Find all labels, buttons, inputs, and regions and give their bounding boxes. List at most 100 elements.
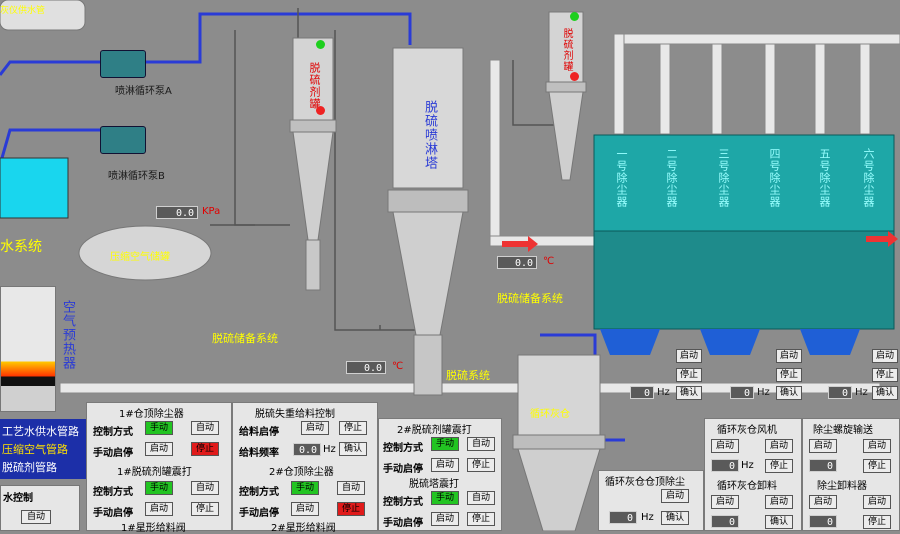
desulf-tower-label: 脱硫喷淋塔: [422, 100, 437, 170]
panel6-start2-button[interactable]: 启动: [863, 439, 891, 453]
panel1-auto2-button[interactable]: 自动: [191, 481, 219, 495]
panel4-confirm-button[interactable]: 确认: [661, 511, 689, 525]
panel3-start-button[interactable]: 启动: [431, 458, 459, 472]
air-preheat-label: 空气预热器: [60, 300, 75, 370]
pump-b-icon[interactable]: [100, 126, 146, 154]
recycle-bin-label: 循环灰仓: [530, 409, 570, 420]
panel2-feed-label: 给料启停: [239, 427, 279, 438]
panel3-auto2-button[interactable]: 自动: [467, 491, 495, 505]
panel4-title: 循环灰仓仓顶除尘: [605, 477, 685, 488]
legend-water: 工艺水供水管路: [2, 425, 79, 438]
panel5-hz2-value: 0: [711, 515, 739, 528]
panel2-title: 脱硫失重给料控制: [255, 409, 335, 420]
bin2-start-button[interactable]: 启动: [776, 349, 802, 363]
panel5-start3-button[interactable]: 启动: [711, 495, 739, 509]
panel1-title3: 1#星形给料阀: [121, 523, 186, 534]
panel3-auto-button[interactable]: 自动: [467, 437, 495, 451]
pump-a-label: 喷淋循环泵A: [115, 86, 172, 97]
panel2-start-button[interactable]: 启动: [301, 421, 329, 435]
panel6-start-button[interactable]: 启动: [809, 439, 837, 453]
panel5-hz-value: 0: [711, 459, 739, 472]
bin3-confirm-button[interactable]: 确认: [872, 386, 898, 400]
panel4-start-button[interactable]: 启动: [661, 489, 689, 503]
bin1-start-button[interactable]: 启动: [676, 349, 702, 363]
status-light-icon: [316, 106, 325, 115]
tanker: [0, 0, 86, 31]
panel1-start-button[interactable]: 启动: [145, 442, 173, 456]
bin3-stop-button[interactable]: 停止: [872, 368, 898, 382]
panel1-stop-button[interactable]: 停止: [191, 442, 219, 456]
bin2-confirm-button[interactable]: 确认: [776, 386, 802, 400]
panel1-stop2-button[interactable]: 停止: [191, 502, 219, 516]
panel5-start2-button[interactable]: 启动: [765, 439, 793, 453]
legend-desulf: 脱硫剂管路: [2, 461, 57, 474]
water-tank: [0, 157, 69, 219]
panel1-manual-start-label: 手动启停: [93, 448, 133, 459]
panel1-start2-button[interactable]: 启动: [145, 502, 173, 516]
panel1-auto-button[interactable]: 自动: [191, 421, 219, 435]
bin3-hz-value: 0: [828, 386, 852, 399]
panel6-title1: 除尘螺旋输送: [813, 425, 873, 436]
desulf-storage1-label: 脱硫储备系统: [212, 332, 278, 345]
pressure-unit: KPa: [202, 206, 221, 217]
panel2-manual-button[interactable]: 手动: [291, 481, 319, 495]
panel2-stop-button[interactable]: 停止: [339, 421, 367, 435]
panel4-hz: Hz: [641, 512, 654, 523]
legend-air: 压缩空气管路: [2, 443, 68, 456]
panel3-stop-button[interactable]: 停止: [467, 458, 495, 472]
pump-a-icon[interactable]: [100, 50, 146, 78]
panel6-stop2-button[interactable]: 停止: [863, 515, 891, 529]
bin1-hz-value: 0: [630, 386, 654, 399]
panel2-auto-button[interactable]: 自动: [337, 481, 365, 495]
panel2-freq-label: 给料频率: [239, 448, 279, 459]
panel6-hz-value: 0: [809, 459, 837, 472]
panel-3: 2#脱硫剂罐震打 控制方式 手动 自动 手动启停 启动 停止 脱硫塔震打 控制方…: [378, 418, 502, 531]
panel3-manual-button[interactable]: 手动: [431, 437, 459, 451]
panel2-start2-button[interactable]: 启动: [291, 502, 319, 516]
panel1-mode-label: 控制方式: [93, 427, 133, 438]
bottom-left-panel: 水控制 自动: [0, 485, 80, 531]
bin1-stop-button[interactable]: 停止: [676, 368, 702, 382]
panel3-stop2-button[interactable]: 停止: [467, 512, 495, 526]
legend: 工艺水供水管路 压缩空气管路 脱硫剂管路: [0, 419, 86, 479]
hz-unit: Hz: [855, 387, 868, 398]
status-light-icon: [570, 12, 579, 21]
panel3-manual2-button[interactable]: 手动: [431, 491, 459, 505]
panel5-hz: Hz: [741, 460, 754, 471]
water-system-label: 水系统: [0, 239, 42, 255]
panel2-title3: 2#星形给料阀: [271, 523, 336, 534]
panel2-confirm-button[interactable]: 确认: [339, 442, 367, 456]
panel6-stop-button[interactable]: 停止: [863, 459, 891, 473]
bin-6-label: 六号除尘器: [862, 148, 875, 208]
panel1-manual-button[interactable]: 手动: [145, 421, 173, 435]
panel3-manual-start2-label: 手动启停: [383, 518, 423, 529]
panel-2: 脱硫失重给料控制 给料启停 启动 停止 给料频率 0.0 Hz 确认 2#仓顶除…: [232, 402, 378, 534]
temp-value-2: 0.0: [497, 256, 537, 269]
panel5-stop-button[interactable]: 停止: [765, 459, 793, 473]
status-light-icon: [316, 40, 325, 49]
panel2-stop2-button[interactable]: 停止: [337, 502, 365, 516]
hz-unit: Hz: [757, 387, 770, 398]
panel4-hz-value: 0: [609, 511, 637, 524]
dust-bins: [593, 134, 895, 355]
desulf-tank2-label: 脱硫剂罐: [561, 28, 572, 72]
air-preheater: [0, 286, 56, 412]
panel-6: 除尘螺旋输送 启动 启动 0 停止 除尘卸料器 启动 启动 0 停止: [802, 418, 900, 531]
bin1-confirm-button[interactable]: 确认: [676, 386, 702, 400]
panel5-start-button[interactable]: 启动: [711, 439, 739, 453]
panel6-start4-button[interactable]: 启动: [863, 495, 891, 509]
bin2-stop-button[interactable]: 停止: [776, 368, 802, 382]
arrow-icon: [866, 231, 898, 247]
panel6-start3-button[interactable]: 启动: [809, 495, 837, 509]
panel5-confirm-button[interactable]: 确认: [765, 515, 793, 529]
panel5-start4-button[interactable]: 启动: [765, 495, 793, 509]
bin3-start-button[interactable]: 启动: [872, 349, 898, 363]
recycle-bin: [512, 354, 606, 531]
bottom-left-auto-button[interactable]: 自动: [21, 510, 51, 524]
air-tank-shape: [78, 225, 212, 281]
panel1-manual2-button[interactable]: 手动: [145, 481, 173, 495]
panel3-start2-button[interactable]: 启动: [431, 512, 459, 526]
desulf-storage2-label: 脱硫储备系统: [497, 292, 563, 305]
bin2-hz-value: 0: [730, 386, 754, 399]
bin-4-label: 四号除尘器: [768, 148, 781, 208]
